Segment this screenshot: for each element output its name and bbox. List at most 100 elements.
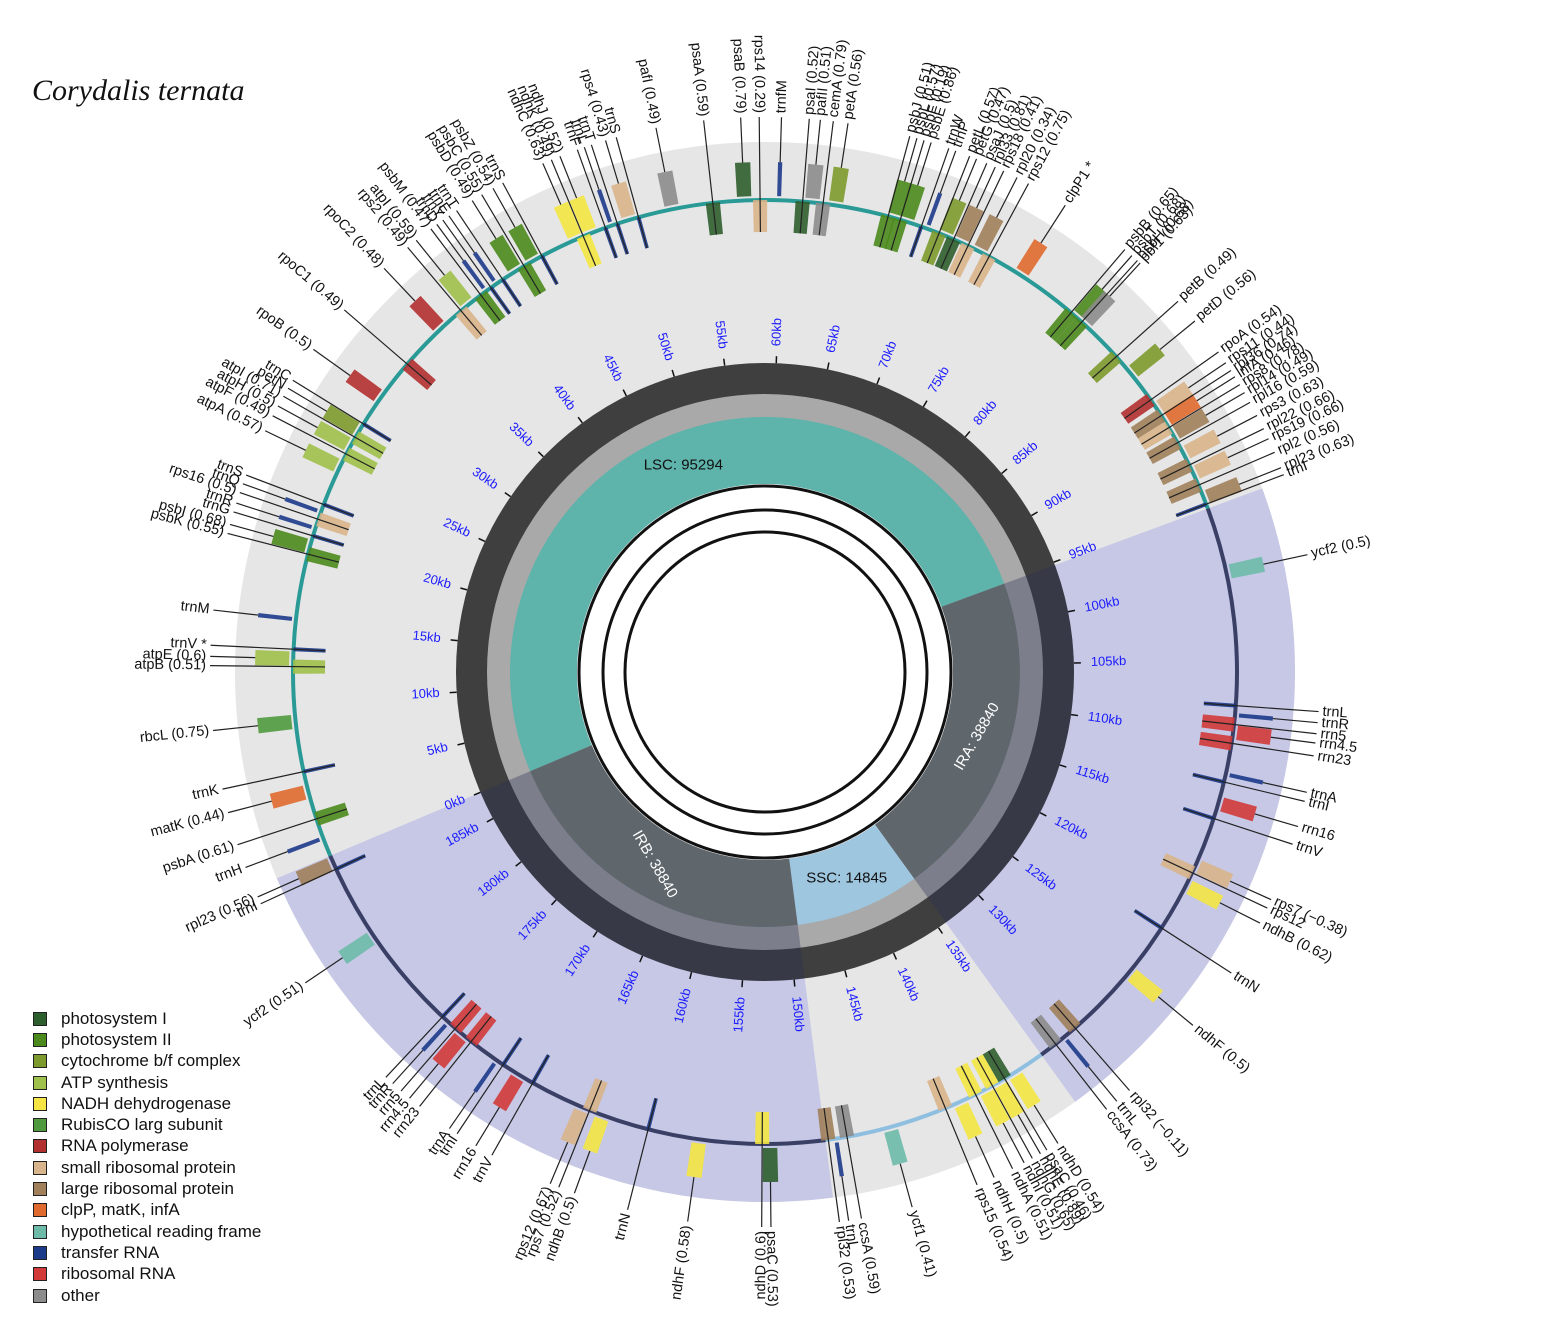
kb-label: 20kb [422,570,453,592]
gene-block [1238,713,1274,721]
region-arc [875,583,1020,879]
label-leader [1227,438,1269,459]
kb-tick [793,979,796,987]
label-leader [932,1078,978,1186]
label-leader [904,138,918,182]
label-leader [383,267,416,302]
label-leader [939,150,957,194]
label-leader [960,1065,1014,1169]
gene-label: atpB (0.51) [134,657,206,674]
label-leader [558,1080,603,1188]
label-leader [1205,392,1245,416]
kb-tick [1039,812,1047,817]
gene-label: trnV [1294,838,1325,862]
label-leader [481,194,541,294]
gene-block [278,514,313,530]
gene-block [409,295,444,331]
gene-label: psaA (0.59) [687,42,711,117]
legend-swatch [33,1267,47,1282]
legend-swatch [33,1032,47,1047]
gene-block [1010,1072,1041,1110]
kb-label: 5kb [425,739,449,758]
label-leader [1087,1066,1118,1102]
gene-block [1081,291,1116,327]
label-leader [239,491,349,531]
gene-block [553,201,582,239]
kb-tick [671,369,675,377]
label-leader [419,1016,492,1107]
kb-tick [826,362,830,370]
kb-tick [1053,558,1061,563]
gene-block [295,858,333,886]
kb-tick [460,587,468,591]
gene-block [1164,394,1201,425]
label-leader [1263,554,1308,565]
label-leader [604,140,620,184]
label-leader [210,644,326,652]
label-leader [1002,1122,1025,1164]
legend-item: other [33,1285,261,1306]
gene-block [345,369,382,402]
label-leader [264,430,306,451]
kb-tick [689,971,693,980]
region-arc [530,745,798,927]
label-leader [1192,773,1305,802]
label-leader [815,119,821,165]
label-leader [996,177,1018,218]
label-leader [1219,902,1261,924]
gene-label: trnI [1285,458,1310,480]
kb-tick [622,389,627,397]
label-leader [627,1098,657,1210]
label-leader [1157,996,1194,1026]
kb-tick [937,927,944,934]
label-leader [227,532,340,563]
label-leader [343,309,432,386]
label-leader [890,140,925,251]
label-leader [245,851,288,868]
legend-label: clpP, matK, infA [61,1200,180,1220]
gene-block [560,1108,588,1146]
label-leader [542,163,562,205]
label-leader [1188,362,1227,389]
kb-label: 65kb [823,323,843,354]
gene-label: psaB (0.79) [729,38,748,114]
gene-block [286,837,321,854]
label-leader [910,148,950,258]
legend-item: photosystem II [33,1029,261,1050]
gene-label: trnK [191,782,221,803]
gene-label: trnI [235,898,261,921]
label-leader [245,474,354,517]
label-leader [456,1037,522,1135]
gene-label: ycf1 (0.41) [906,1209,940,1279]
gene-block [1204,477,1242,504]
label-leader [1159,320,1196,350]
legend-swatch [33,1288,47,1303]
gene-block [338,932,375,965]
gene-block [926,192,943,226]
gene-label: rpoB (0.5) [253,303,315,354]
label-leader [1203,702,1319,713]
label-leader [492,187,516,228]
label-leader [287,387,328,412]
label-leader [779,117,783,163]
gene-block [1186,880,1224,910]
label-leader [304,957,343,984]
gene-label: rrn23 [1316,748,1352,769]
legend-swatch [33,1118,47,1133]
gene-block [1074,284,1108,320]
legend-label: photosystem II [61,1029,172,1049]
gene-block [884,1129,908,1166]
label-leader [242,483,286,500]
gene-label: trnH [213,861,244,886]
label-leader [687,1176,695,1222]
legend-swatch [33,1245,47,1260]
gene-block [939,197,967,235]
kb-tick [844,970,848,978]
label-leader [799,118,810,234]
legend-item: cytochrome b/f complex [33,1051,261,1072]
kb-tick [1059,764,1067,768]
label-leader [758,117,762,233]
legend-label: hypothetical reading frame [61,1221,262,1241]
region-label: SSC: 14845 [806,869,887,886]
label-leader [292,379,391,442]
